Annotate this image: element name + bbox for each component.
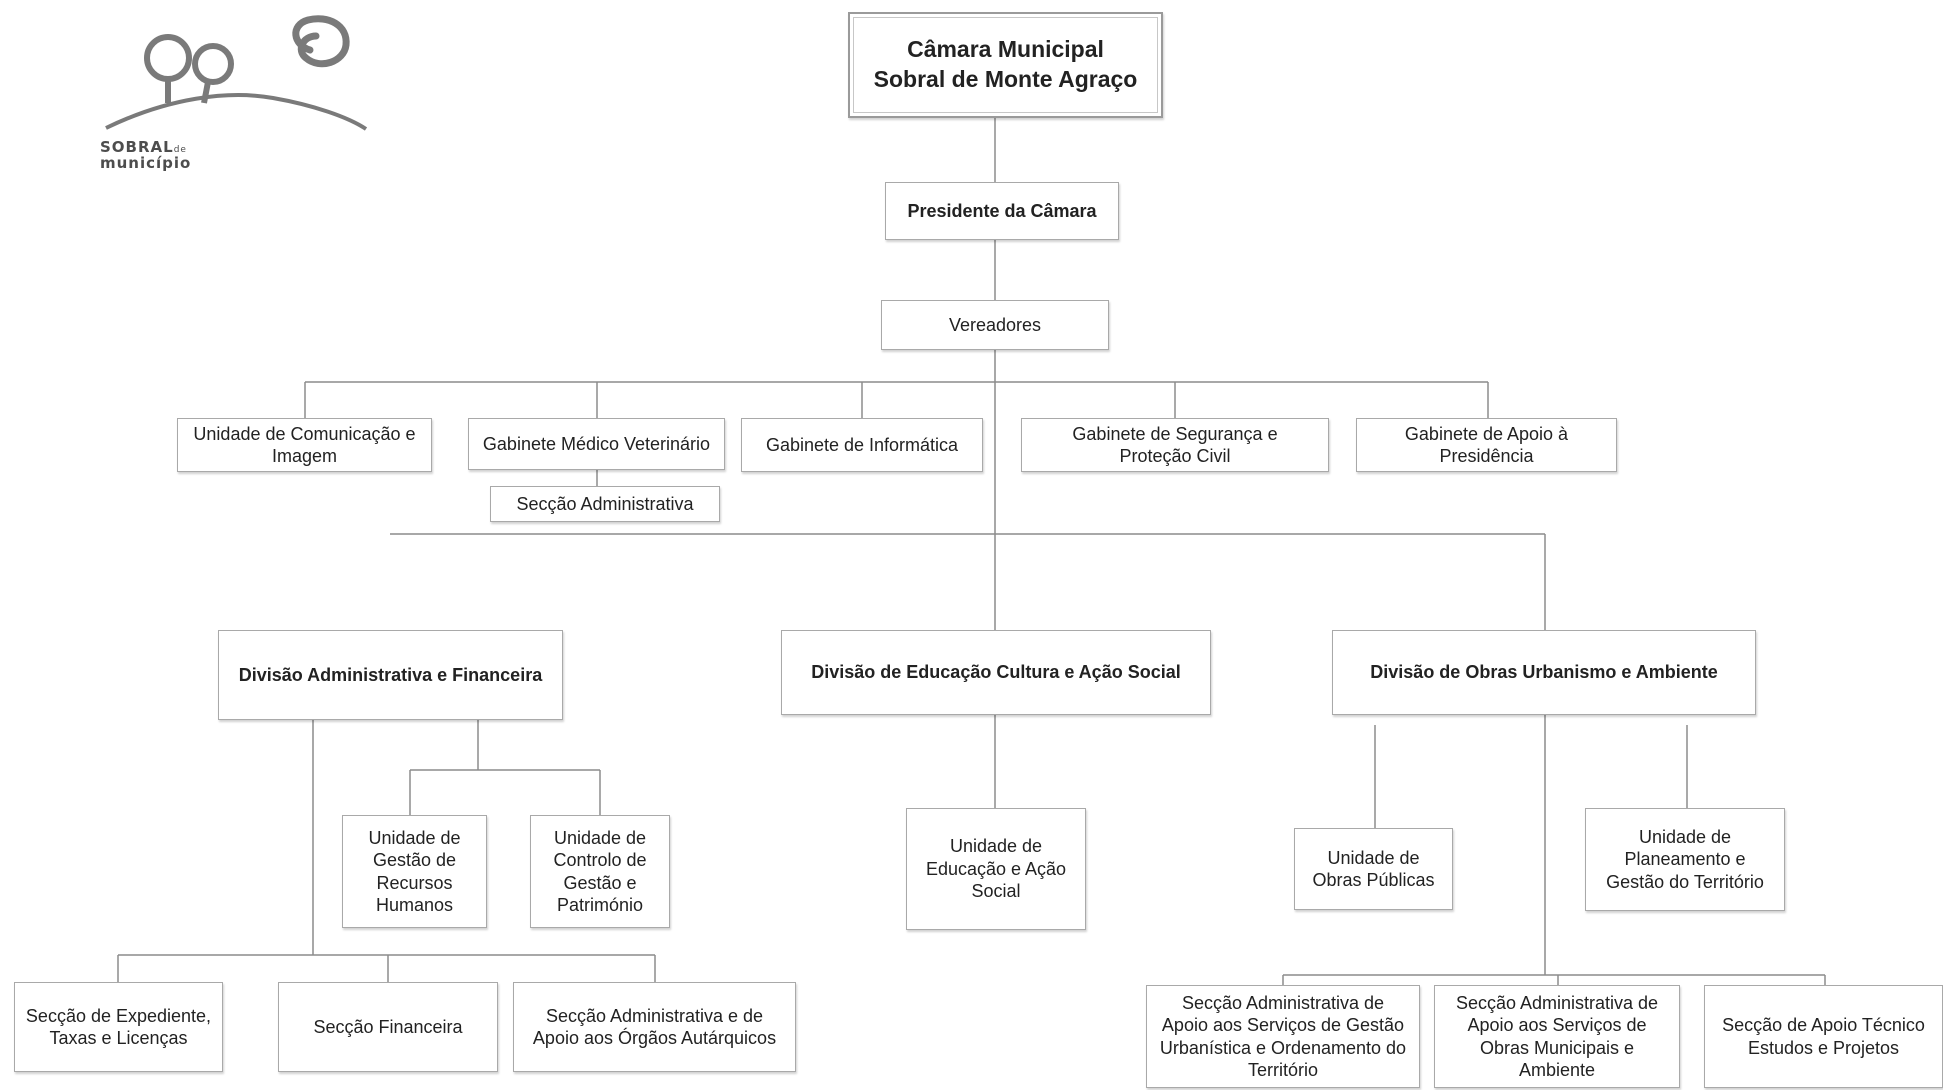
node-seccao-expediente: Secção de Expediente, Taxas e Licenças bbox=[14, 982, 223, 1072]
node-comunicacao: Unidade de Comunicação e Imagem bbox=[177, 418, 432, 472]
node-divisao-obras: Divisão de Obras Urbanismo e Ambiente bbox=[1332, 630, 1756, 715]
logo-word-small: de bbox=[173, 145, 187, 155]
node-divisao-educacao: Divisão de Educação Cultura e Ação Socia… bbox=[781, 630, 1211, 715]
logo-word-top: SOBRAL bbox=[100, 138, 174, 156]
node-unidade-educacao: Unidade de Educação e Ação Social bbox=[906, 808, 1086, 930]
node-unidade-planeamento: Unidade de Planeamento e Gestão do Terri… bbox=[1585, 808, 1785, 911]
node-camara-municipal: Câmara Municipal Sobral de Monte Agraço bbox=[848, 12, 1163, 118]
node-seccao-apoio-tecnico: Secção de Apoio Técnico Estudos e Projet… bbox=[1704, 985, 1943, 1088]
node-unidade-obras-publicas: Unidade de Obras Públicas bbox=[1294, 828, 1453, 910]
node-seccao-administrativa-vet: Secção Administrativa bbox=[490, 486, 720, 522]
node-seccao-orgaos-autarquicos: Secção Administrativa e de Apoio aos Órg… bbox=[513, 982, 796, 1072]
node-presidente: Presidente da Câmara bbox=[885, 182, 1119, 240]
logo-word-bottom: município bbox=[100, 153, 192, 172]
node-veterinario: Gabinete Médico Veterinário bbox=[468, 418, 725, 470]
node-seguranca: Gabinete de Segurança e Proteção Civil bbox=[1021, 418, 1329, 472]
municipal-logo bbox=[105, 15, 368, 131]
node-seccao-gestao-urbanistica: Secção Administrativa de Apoio aos Servi… bbox=[1146, 985, 1420, 1088]
logo-wordmark: SOBRALde município bbox=[100, 138, 192, 172]
node-unidade-recursos-humanos: Unidade de Gestão de Recursos Humanos bbox=[342, 815, 487, 928]
node-informatica: Gabinete de Informática bbox=[741, 418, 983, 472]
node-divisao-administrativa-financeira: Divisão Administrativa e Financeira bbox=[218, 630, 563, 720]
node-vereadores: Vereadores bbox=[881, 300, 1109, 350]
node-seccao-obras-municipais: Secção Administrativa de Apoio aos Servi… bbox=[1434, 985, 1680, 1088]
node-seccao-financeira: Secção Financeira bbox=[278, 982, 498, 1072]
node-apoio-presidencia: Gabinete de Apoio à Presidência bbox=[1356, 418, 1617, 472]
node-unidade-controlo-gestao: Unidade de Controlo de Gestão e Patrimón… bbox=[530, 815, 670, 928]
